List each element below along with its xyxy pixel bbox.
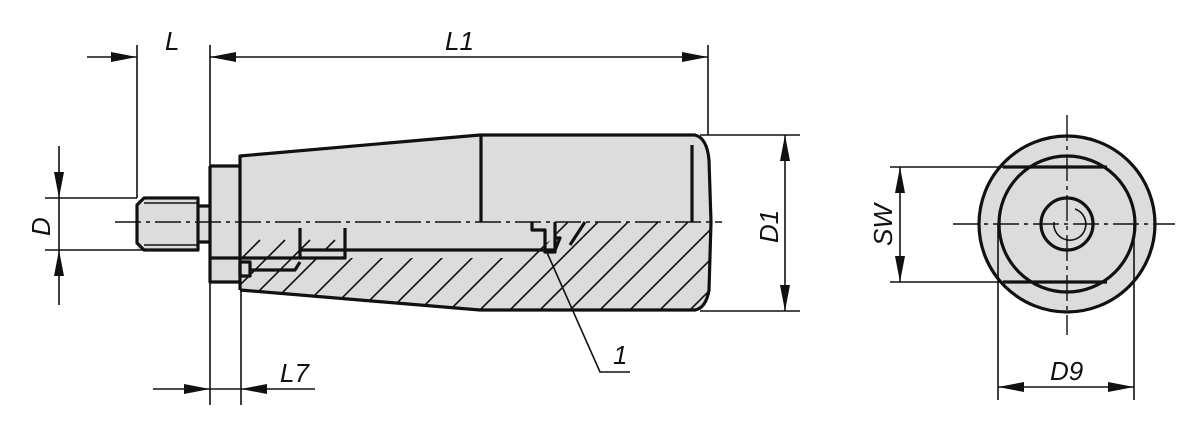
label-D1: D1	[754, 210, 784, 243]
label-SW: SW	[868, 202, 898, 246]
side-view: L L1 D D1	[26, 26, 800, 405]
label-D: D	[26, 217, 56, 236]
handle-outline	[135, 133, 713, 312]
label-L1: L1	[445, 26, 474, 56]
dimension-D1: D1	[700, 134, 800, 312]
label-callout-1: 1	[613, 340, 627, 370]
dimension-D9: D9	[997, 224, 1135, 400]
dimension-D: D	[26, 146, 144, 305]
dimension-SW: SW	[868, 166, 1003, 283]
label-D9: D9	[1050, 356, 1083, 386]
callout-1: 1	[544, 247, 630, 373]
label-L7: L7	[280, 358, 310, 388]
dimension-L1: L1	[210, 26, 709, 135]
label-L: L	[165, 26, 179, 56]
dimension-L7: L7	[153, 282, 315, 405]
end-view: SW D9	[868, 115, 1175, 400]
